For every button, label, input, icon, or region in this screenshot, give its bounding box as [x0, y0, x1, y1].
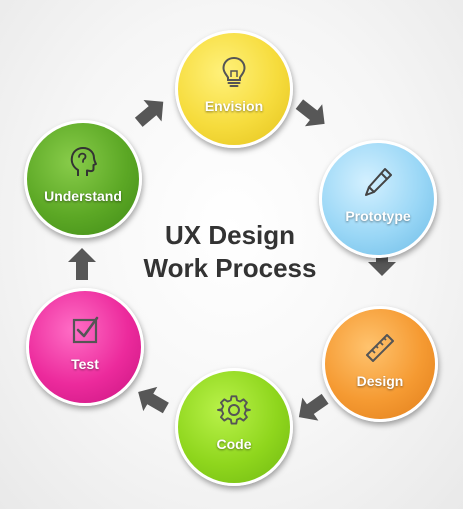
- pen-icon: [361, 165, 395, 199]
- title-line-1: UX Design: [164, 220, 296, 250]
- title-line-2: Work Process: [143, 253, 317, 283]
- step-understand: Understand: [24, 120, 142, 238]
- arrow-test-to-understand: [60, 242, 104, 286]
- step-label: Prototype: [345, 207, 411, 224]
- arrow-design-to-code: [290, 386, 334, 430]
- step-test: Test: [26, 288, 144, 406]
- step-prototype: Prototype: [319, 140, 437, 258]
- arrow-prototype-to-design: [360, 238, 404, 282]
- arrow-envision-to-prototype: [290, 92, 334, 136]
- step-label: Code: [216, 435, 252, 452]
- arrow-code-to-test: [130, 378, 174, 422]
- ruler-icon: [363, 331, 397, 365]
- checkbox-icon: [68, 313, 102, 347]
- step-label: Test: [71, 355, 99, 372]
- head-icon: [66, 145, 100, 179]
- step-label: Design: [356, 372, 404, 389]
- step-code: Code: [175, 368, 293, 486]
- arrow-understand-to-envision: [129, 90, 173, 134]
- step-design: Design: [322, 306, 438, 422]
- step-label: Envision: [204, 97, 264, 114]
- lightbulb-icon: [217, 55, 251, 89]
- step-envision: Envision: [175, 30, 293, 148]
- diagram-title: UX Design Work Process: [120, 219, 340, 285]
- step-label: Understand: [44, 187, 122, 204]
- gear-icon: [217, 393, 251, 427]
